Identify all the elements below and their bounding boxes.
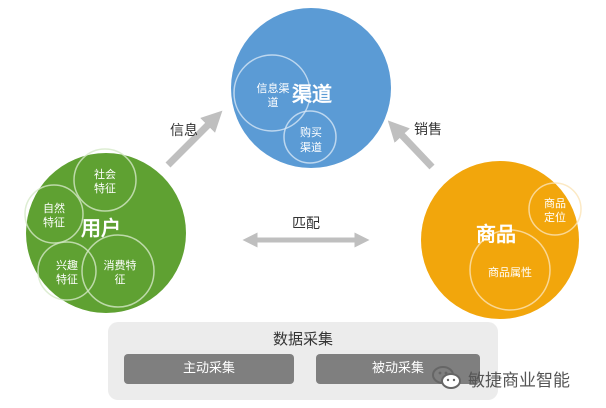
user-sub-consume-circle (81, 234, 155, 308)
user-sub-natural-circle (24, 184, 84, 244)
channel-sub-purchase-line1: 购买 (300, 125, 322, 139)
channel-sub-purchase-line2: 渠道 (300, 140, 322, 154)
product-sub-attr-label: 商品属性 (488, 265, 532, 279)
user-sub-interest-circle (37, 241, 97, 301)
info-arrow (165, 110, 223, 168)
info-label: 信息 (170, 122, 198, 139)
user-sub-interest-line1: 兴趣 (56, 258, 78, 272)
user-title: 用户 (81, 216, 121, 240)
product-title: 商品 (476, 222, 516, 246)
sales-arrow (387, 120, 435, 170)
channel-node: 渠道 信息渠 道 购买 渠道 (231, 8, 391, 168)
channel-sub-info-circle (233, 54, 311, 132)
channel-title: 渠道 (292, 82, 332, 106)
panel-title: 数据采集 (272, 330, 333, 348)
data-collection-panel: 数据采集 主动采集 被动采集 (108, 322, 498, 400)
product-sub-position-circle (528, 182, 582, 236)
user-sub-consume-line1: 消费特 (104, 258, 137, 272)
user-sub-interest-line2: 特征 (56, 272, 78, 286)
sales-label: 销售 (414, 122, 442, 138)
channel-sub-info-line1: 信息渠 (257, 81, 290, 95)
product-sub-attr-circle (469, 229, 551, 311)
product-sub-position-line2: 定位 (544, 210, 566, 224)
active-collection-button[interactable]: 主动采集 (124, 354, 294, 384)
channel-circle (231, 8, 391, 168)
channel-sub-purchase-circle (283, 110, 337, 164)
product-node: 商品 商品 定位 商品属性 (421, 161, 582, 319)
product-sub-position-line1: 商品 (544, 196, 566, 210)
user-sub-social-line2: 特征 (94, 181, 116, 195)
wechat-icon (432, 366, 461, 389)
passive-collection-button[interactable]: 被动采集 (316, 354, 480, 384)
user-circle (26, 153, 186, 313)
user-node: 用户 社会 特征 自然 特征 兴趣 特征 消费特 征 (24, 148, 186, 313)
watermark: 敏捷商业智能 (430, 360, 570, 396)
user-sub-social-circle (73, 148, 137, 212)
user-sub-consume-line2: 征 (115, 273, 126, 286)
user-sub-social-line1: 社会 (94, 167, 116, 181)
user-sub-natural-line2: 特征 (43, 215, 65, 229)
user-sub-natural-line1: 自然 (43, 201, 65, 215)
product-circle (421, 161, 579, 319)
channel-sub-info-line2: 道 (268, 95, 279, 109)
match-label: 匹配 (292, 216, 320, 232)
watermark-text: 敏捷商业智能 (468, 370, 570, 391)
